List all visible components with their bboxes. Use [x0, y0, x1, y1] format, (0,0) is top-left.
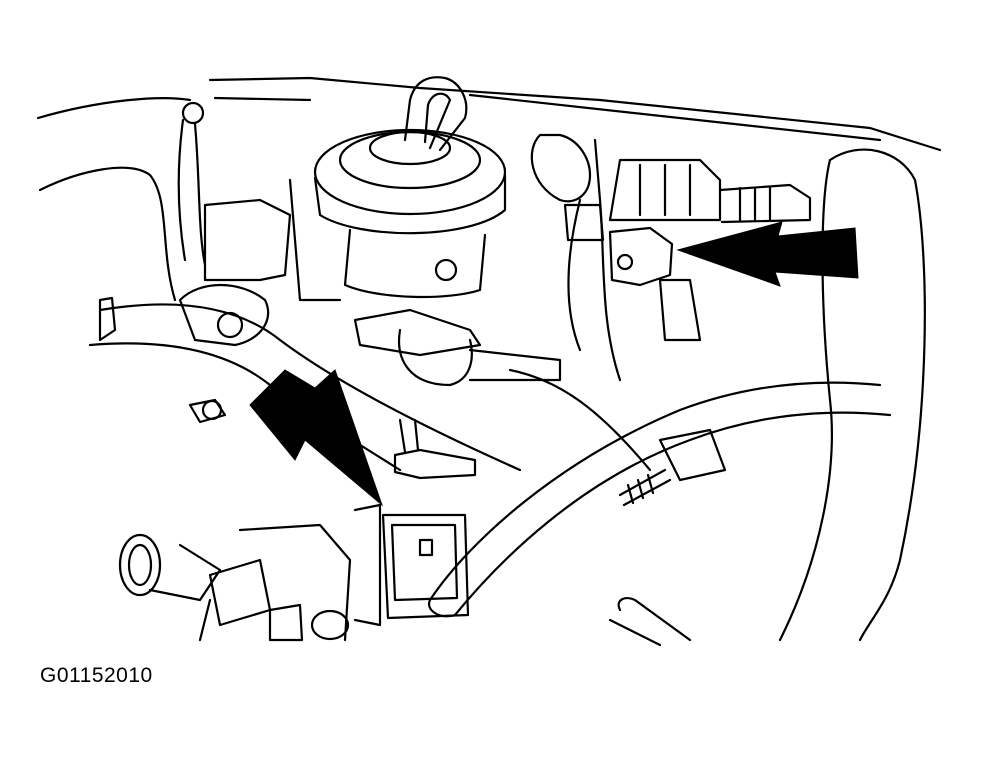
left-bracket — [178, 178, 342, 347]
lower-left-parts — [118, 523, 352, 642]
connector-right — [608, 158, 812, 342]
upper-right-arrow — [676, 221, 859, 287]
right-hose — [778, 148, 926, 642]
lower-left-arrow — [249, 369, 384, 507]
top-left-bolt — [177, 101, 207, 267]
bottom-plug — [608, 596, 692, 647]
egr-valve — [313, 128, 507, 299]
spring-connector — [618, 428, 727, 507]
vacuum-hose-top — [403, 76, 468, 152]
connector-lower — [353, 503, 470, 627]
engine-diagram — [36, 76, 942, 647]
figure-id-label: G01152010 — [40, 664, 153, 687]
middle-sensor — [353, 308, 652, 472]
crossing-hose — [427, 381, 892, 618]
center-hose — [530, 133, 622, 382]
upper-harness — [36, 76, 942, 302]
lower-fitting — [188, 398, 477, 480]
